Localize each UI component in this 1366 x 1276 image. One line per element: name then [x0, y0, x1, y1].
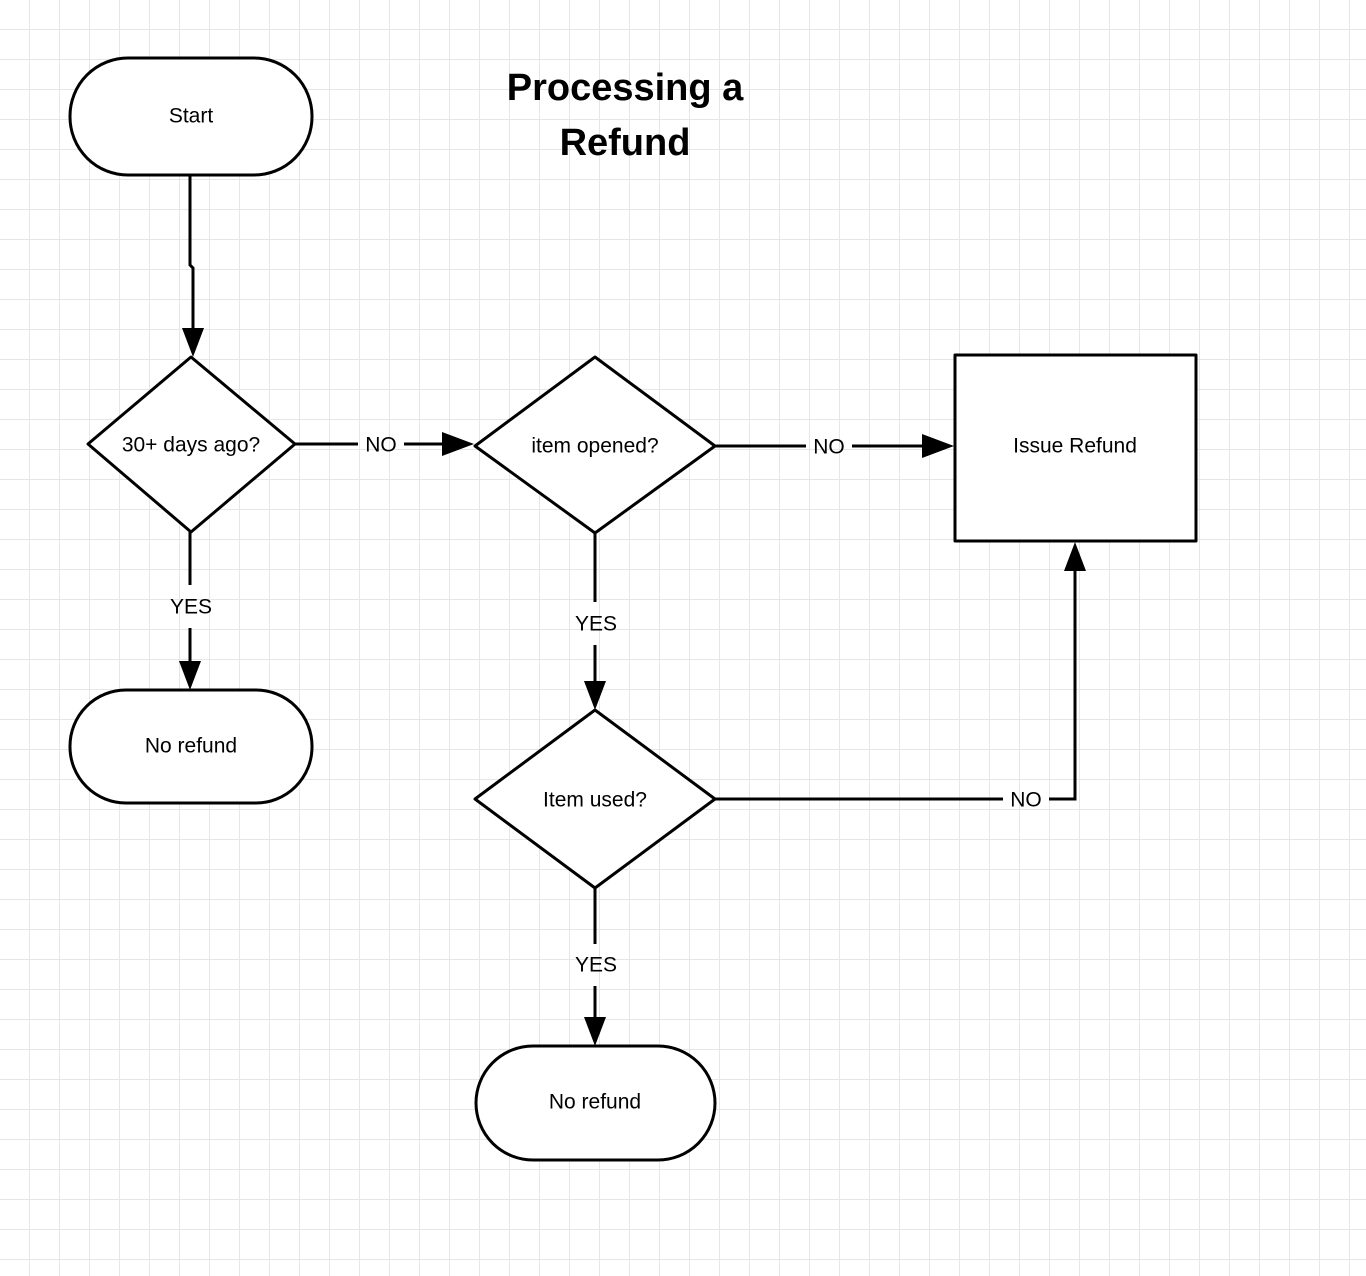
node-no-refund-2[interactable]: No refund [474, 1044, 717, 1162]
node-days[interactable]: 30+ days ago? [86, 355, 297, 534]
node-used[interactable]: Item used? [473, 708, 717, 890]
arrow-head-down [584, 681, 606, 710]
node-no-refund-1-shape[interactable] [68, 688, 314, 805]
edge-label-yes: YES [575, 954, 617, 977]
arrow-head-right [922, 434, 954, 458]
node-issue-refund[interactable]: Issue Refund [953, 353, 1198, 543]
edge-start-to-days [182, 175, 204, 357]
node-issue-refund-shape[interactable] [953, 353, 1198, 543]
edge-label-yes: YES [170, 596, 212, 619]
node-start-label: Start [169, 105, 214, 128]
node-issue-refund-label: Issue Refund [1013, 435, 1137, 458]
arrow-head-down [179, 661, 201, 690]
node-opened-shape[interactable] [473, 355, 717, 535]
edge-opened-no-to-issue-refund: NO [715, 434, 954, 459]
edge-days-no-to-opened: NO [295, 432, 474, 457]
node-used-label: Item used? [543, 789, 647, 812]
arrow-head-right [442, 432, 474, 456]
node-days-shape[interactable] [86, 355, 297, 534]
edge-opened-yes-to-used: YES [575, 533, 617, 710]
node-start[interactable]: Start [68, 56, 314, 177]
node-no-refund-2-shape[interactable] [474, 1044, 717, 1162]
node-opened-label: item opened? [531, 435, 658, 458]
node-no-refund-1[interactable]: No refund [68, 688, 314, 805]
arrow-head-down [584, 1017, 606, 1046]
node-start-shape[interactable] [68, 56, 314, 177]
diagram-title-line-2: Refund [560, 122, 691, 164]
edge-label-no: NO [813, 436, 845, 459]
edge-used-no-to-issue-refund: NO [715, 542, 1086, 812]
arrow-head-up [1064, 542, 1086, 571]
node-opened[interactable]: item opened? [473, 355, 717, 535]
edge-label-no: NO [365, 434, 397, 457]
diagram-title-line-1: Processing a [507, 67, 744, 109]
node-no-refund-1-label: No refund [145, 735, 237, 758]
edge-days-yes-to-no-refund-1: YES [170, 532, 212, 690]
node-used-shape[interactable] [473, 708, 717, 890]
edge-used-yes-to-no-refund-2: YES [575, 888, 617, 1046]
node-no-refund-2-label: No refund [549, 1091, 641, 1114]
arrow-head-down [182, 328, 204, 357]
node-days-label: 30+ days ago? [122, 434, 260, 457]
edge-label-no: NO [1010, 789, 1042, 812]
edge-label-yes: YES [575, 613, 617, 636]
